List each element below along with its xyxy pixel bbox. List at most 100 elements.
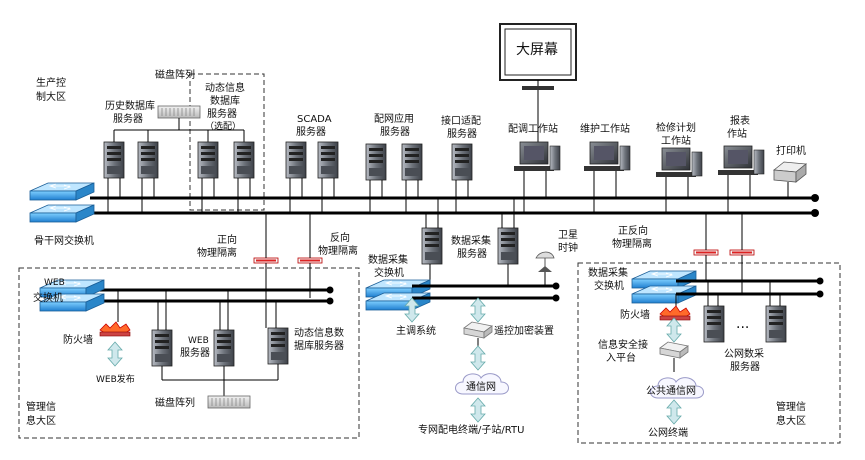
forward-isolation-line1: 正向: [217, 233, 237, 246]
maint-plan-workstation-icon: [655, 147, 703, 178]
backbone-switch-label: 骨干网交换机: [34, 234, 94, 247]
dynamic-db-server-icon: [197, 141, 219, 179]
public-acq-server-icon: [703, 305, 725, 343]
dynamic-db-server-icon: [233, 141, 255, 179]
dynamic-db-opt-line4: （选配）: [205, 120, 241, 132]
web-server-icon: [151, 329, 173, 367]
backbone-switch-icon: [29, 182, 95, 201]
printer-label: 打印机: [776, 144, 806, 157]
maint-plan-label-line2: 工作站: [661, 134, 691, 147]
report-ws-label-line2: 作站: [727, 127, 747, 140]
scada-label-line1: SCADA: [297, 114, 332, 125]
forward-isolator-icon: [253, 257, 279, 264]
public-terminal-label: 公网终端: [648, 426, 688, 439]
security-arrow-icon: [666, 317, 682, 343]
history-db-label-line2: 服务器: [113, 112, 143, 125]
printer-icon: [772, 161, 808, 183]
web-switch-label-line2: 交换机: [33, 291, 63, 304]
reverse-isolator-icon: [297, 257, 323, 264]
security-access-line2: 入平台: [606, 351, 636, 364]
acq-server-label-line1: 数据采集: [451, 234, 491, 247]
mgmt-left-label-line2: 息大区: [26, 414, 56, 427]
dist-app-server-icon: [365, 143, 387, 181]
bidir-isolator-icon: [693, 249, 719, 256]
scada-label-line2: 服务器: [296, 125, 326, 138]
web-publish-arrow-icon: [107, 341, 123, 367]
dynamic-db-label-line2: 据库服务器: [294, 339, 344, 352]
main-system-label: 主调系统: [396, 324, 436, 337]
comm-network-label: 通信网: [466, 381, 496, 393]
public-network-label: 公共通信网: [646, 385, 696, 397]
maintenance-ws-label: 维护工作站: [580, 122, 630, 135]
security-access-icon: [659, 341, 689, 359]
interface-label-line1: 接口适配: [441, 114, 481, 127]
management-zone-right: [577, 262, 841, 444]
firewall-left-label: 防火墙: [63, 333, 93, 346]
production-zone-label-line1: 生产控: [36, 76, 66, 89]
disk-array-top-icon: [157, 105, 201, 119]
acq-server-icon: [497, 227, 519, 265]
production-zone-label-line2: 制大区: [36, 90, 66, 103]
bidir-isolation-line1: 正反向: [618, 224, 648, 237]
web-publish-label: WEB发布: [96, 373, 135, 385]
acq-switch-right-line2: 交换机: [594, 279, 624, 292]
dynamic-db-opt-line2: 数据库: [210, 94, 240, 107]
backbone-switch-icon: [29, 204, 95, 223]
interface-server-icon: [451, 143, 473, 181]
reverse-isolation-line1: 反向: [330, 231, 350, 244]
history-db-server-icon: [137, 141, 159, 179]
firewall-left-icon: [99, 321, 131, 337]
comm-arrow-icon: [470, 345, 486, 371]
report-ws-label-line1: 报表: [730, 114, 750, 127]
dynamic-db-opt-line1: 动态信息: [205, 81, 245, 94]
dynamic-db-label-line1: 动态信息数: [294, 326, 344, 339]
acq-switch-mid-line1: 数据采集: [368, 253, 408, 266]
bidir-isolation-line2: 物理隔离: [612, 237, 652, 250]
history-db-label-line1: 历史数据库: [105, 99, 155, 112]
web-server-label-line1: WEB: [188, 336, 209, 346]
public-acq-server-icon: [765, 305, 787, 343]
firewall-right-label: 防火墙: [620, 308, 650, 321]
maintenance-workstation-icon: [583, 141, 631, 172]
ellipsis-label: ···: [736, 320, 749, 336]
optional-dynamic-db-zone: [189, 73, 265, 211]
mgmt-right-label-line2: 息大区: [776, 414, 806, 427]
satellite-clock-line1: 卫星: [558, 229, 578, 241]
acq-switch-right-line1: 数据采集: [588, 266, 628, 279]
big-screen-label: 大屏幕: [516, 42, 558, 58]
remote-encrypt-icon: [463, 321, 493, 339]
satellite-clock-line2: 时钟: [558, 241, 578, 254]
dynamic-db-opt-line3: 服务器: [207, 107, 237, 120]
disk-array-bottom-icon: [207, 395, 251, 409]
reverse-isolation-line2: 物理隔离: [318, 244, 358, 257]
dispatch-ws-label: 配调工作站: [508, 122, 558, 135]
web-server-label-line2: 服务器: [180, 346, 210, 359]
security-access-line1: 信息安全接: [598, 338, 648, 351]
history-db-server-icon: [103, 141, 125, 179]
disk-array-top-label: 磁盘阵列: [155, 68, 195, 81]
web-switch-label-line1: WEB: [44, 278, 65, 288]
web-server-icon: [213, 329, 235, 367]
terminals-label: 专网配电终端/子站/RTU: [418, 423, 524, 436]
dist-app-server-icon: [401, 143, 423, 181]
terminal-arrow-icon: [470, 397, 486, 423]
interface-label-line2: 服务器: [447, 127, 477, 140]
disk-array-bottom-label: 磁盘阵列: [155, 396, 195, 409]
management-zone-left: [18, 267, 360, 439]
acq-switch-mid-line2: 交换机: [374, 266, 404, 279]
public-terminal-arrow-icon: [666, 399, 682, 425]
acq-server-icon: [421, 227, 443, 265]
scada-server-icon: [317, 141, 339, 179]
maint-plan-label-line1: 检修计划: [656, 121, 696, 134]
bidir-isolator-icon: [729, 249, 755, 256]
dispatch-workstation-icon: [513, 141, 561, 172]
public-acq-label-line1: 公网数采: [724, 347, 764, 360]
dist-app-label-line2: 服务器: [380, 125, 410, 138]
mgmt-right-label-line1: 管理信: [776, 400, 806, 413]
forward-isolation-line2: 物理隔离: [197, 246, 237, 259]
dist-app-label-line1: 配网应用: [374, 112, 414, 125]
report-workstation-icon: [717, 145, 765, 176]
encrypt-arrow-icon: [470, 297, 486, 323]
acq-server-label-line2: 服务器: [457, 247, 487, 260]
